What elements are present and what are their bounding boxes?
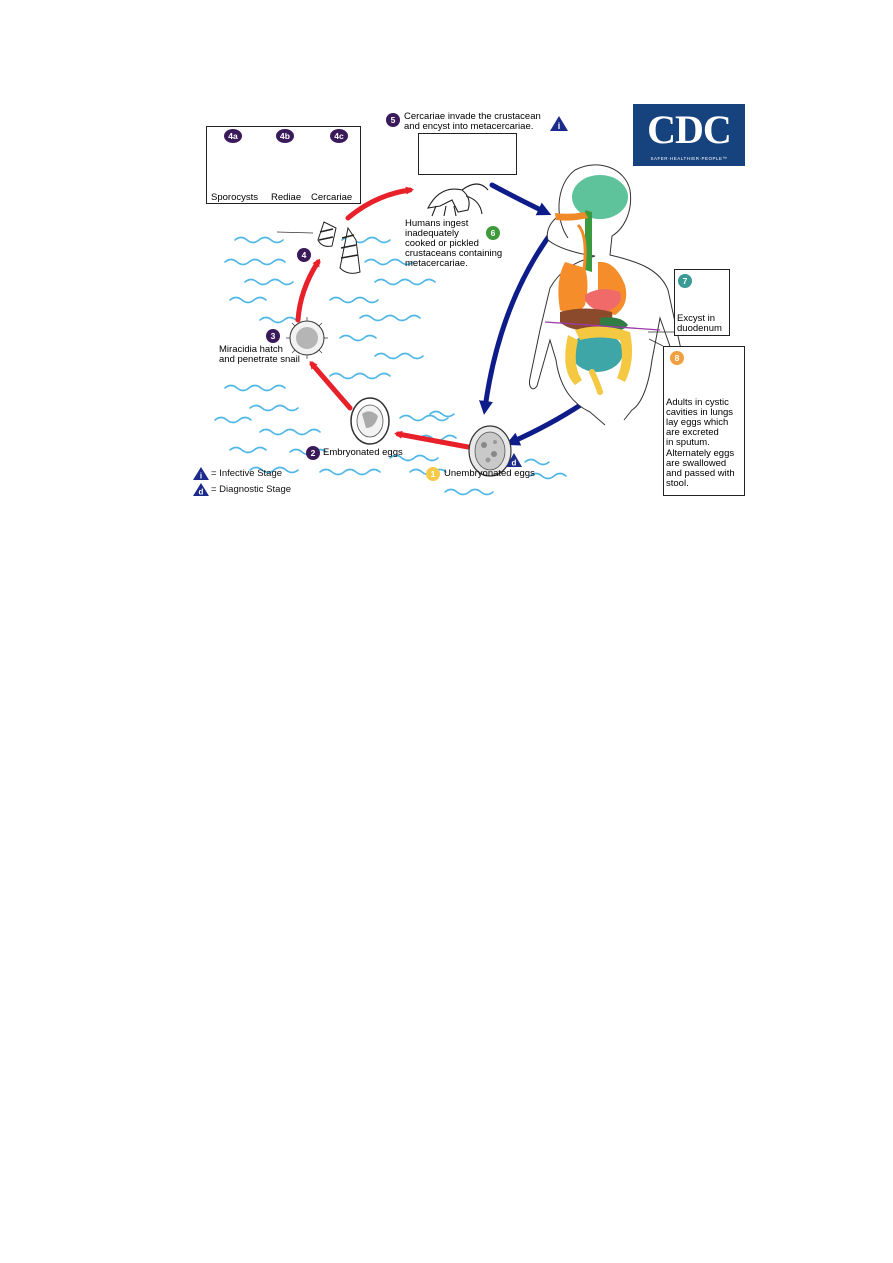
stage-8-badge: 8 [670,351,684,365]
stage-8-label-line9: stool. [666,478,689,489]
legend-infective: i = Infective Stage [193,467,282,480]
stage-6-label-line1: Humans ingest [405,218,469,229]
stage-8-label-line8: and passed with [666,468,735,479]
blue-cycle-arrows [479,182,585,446]
cdc-logo-text: CDC [647,107,732,152]
arrow-4-to-5 [345,186,414,221]
stage-2-label: Embryonated eggs [323,447,403,458]
stage-5-label-line2: and encyst into metacercariae. [404,121,534,132]
stage-8-label-line4: are excreted [666,427,719,438]
human-figure [529,164,691,426]
stage-6-badge: 6 [486,226,500,240]
stage-7-label-line2: duodenum [677,323,722,334]
legend-diagnostic-label: = Diagnostic Stage [211,484,292,496]
svg-text:d: d [199,488,204,497]
diagnostic-marker-letter: d [512,459,517,468]
stage-2-badge: 2 [306,446,320,460]
metacercaria-box [418,133,517,175]
diagnostic-stage-marker: d [506,453,522,467]
stage-4b-label: Rediae [271,192,302,203]
stage-4c-label: Cercariae [311,192,353,203]
miracidium-drawing [286,317,328,359]
crustacean-drawing [427,183,489,217]
unembryonated-egg-drawing [468,425,512,477]
stage-5-badge: 5 [386,113,400,127]
stage-8-leader-line [648,338,664,347]
arrow-6-to-human [489,182,552,216]
stage-4c-badge: 4c [330,129,348,143]
cdc-logo: CDC SAFER·HEALTHIER·PEOPLE™ [633,104,745,166]
stage-4a-badge: 4a [224,129,242,143]
stage-1-label: Unembryonated eggs [444,468,535,479]
stage-6-label-line4: crustaceans containing [405,248,503,259]
stage-8-label-line5: in sputum. [666,437,710,448]
stage-3-badge: 3 [266,329,280,343]
stage-7-label-line1: Excyst in [677,313,716,324]
stage-6-label-line3: cooked or pickled [405,238,479,249]
stage-6-label-line5: metacercariae. [405,258,468,269]
arrow-1-to-2 [394,430,471,450]
infective-stage-marker: i [550,116,568,131]
stage-8-label-line2: cavities in lungs [666,407,734,418]
stage-1-badge: 1 [426,467,440,481]
stage-8-label-line7: are swallowed [666,458,727,469]
stage-4b-badge: 4b [276,129,294,143]
stage-5-label-line1: Cercariae invade the crustacean [404,111,541,122]
stage-7-badge: 7 [678,274,692,288]
snail-drawings [276,221,361,274]
red-cycle-arrows [295,186,471,450]
stage-8-box [663,346,745,496]
cdc-logo-tagline: SAFER·HEALTHIER·PEOPLE™ [650,156,728,161]
infective-marker-letter: i [558,121,561,131]
legend-diagnostic: d = Diagnostic Stage [193,483,291,496]
arrow-human-to-1 [505,401,585,446]
stage-8-label-line3: lay eggs which [666,417,729,428]
legend-diagnostic-icon: d [193,483,209,496]
legend-infective-icon: i [193,467,209,480]
stage-8-label-line6: Alternately eggs [666,448,735,459]
arrow-2-to-3 [309,360,353,411]
arrow-3-to-4 [295,258,321,323]
svg-text:i: i [200,472,202,481]
stage-4a-label: Sporocysts [211,192,258,203]
embryonated-egg-drawing [350,397,390,445]
stage-8-label-line1: Adults in cystic [666,397,729,408]
legend-infective-label: = Infective Stage [211,468,283,480]
stage-3-label-line1: Miracidia hatch [219,344,283,355]
arrow-human-to-egg [479,225,558,415]
stage-4-badge: 4 [297,248,311,262]
stage-3-label-line2: and penetrate snail [219,354,300,365]
stage-6-label-line2: inadequately [405,228,459,239]
